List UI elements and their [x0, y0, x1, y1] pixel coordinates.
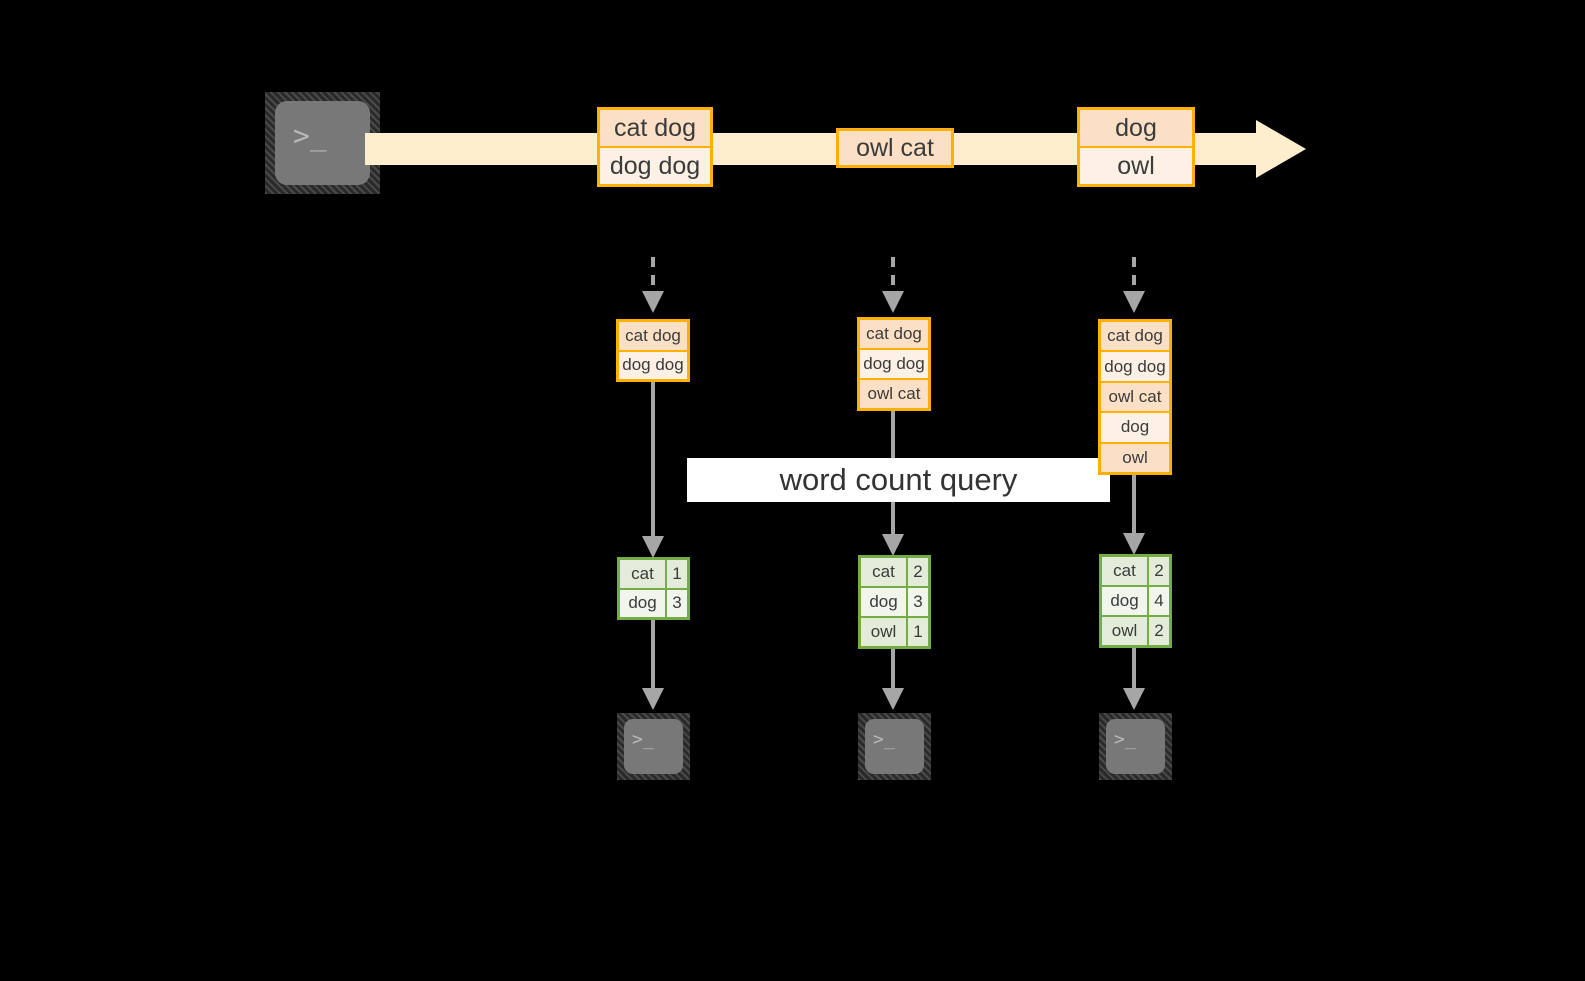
result-table-2-row-2-word: dog [861, 588, 908, 616]
stream-batch-3-line-2: owl [1080, 148, 1192, 184]
accumulated-stack-2: cat dog dog dog owl cat [857, 317, 931, 411]
terminal-prompt-glyph: >_ [632, 729, 654, 750]
result-table-2-row-3-word: owl [861, 618, 908, 646]
accumulated-stack-3-row-5: owl [1101, 443, 1169, 473]
stream-batch-1-line-1: cat dog [600, 110, 710, 148]
result-table-2-row-1: cat 2 [861, 558, 928, 588]
accumulated-stack-2-row-1: cat dog [860, 320, 928, 350]
dashed-connector-3 [1132, 257, 1136, 293]
sink-connector-3-head-icon [1123, 688, 1145, 710]
result-table-1-row-1-word: cat [620, 560, 667, 588]
sink-terminal-2-icon: >_ [858, 713, 931, 780]
sink-connector-1 [651, 620, 655, 692]
terminal-prompt-glyph: >_ [1114, 729, 1136, 750]
result-table-1-row-2: dog 3 [620, 589, 687, 617]
sink-connector-1-head-icon [642, 688, 664, 710]
accumulated-stack-1-row-2: dog dog [619, 351, 687, 379]
result-table-3-row-1: cat 2 [1102, 557, 1169, 587]
result-table-1-row-1: cat 1 [620, 560, 687, 590]
result-table-2-row-3: owl 1 [861, 618, 928, 646]
result-table-3-row-1-count: 2 [1149, 557, 1169, 585]
result-table-3-row-2: dog 4 [1102, 587, 1169, 617]
sink-connector-2 [891, 649, 895, 692]
stream-batch-3: dog owl [1077, 107, 1195, 187]
sink-connector-2-head-icon [882, 688, 904, 710]
accumulated-stack-1-row-1: cat dog [619, 322, 687, 352]
source-terminal-icon: >_ [265, 92, 380, 194]
result-table-3-row-3: owl 2 [1102, 617, 1169, 645]
accumulated-stack-3-row-4: dog [1101, 413, 1169, 444]
result-table-3-row-1-word: cat [1102, 557, 1149, 585]
result-table-2-row-1-word: cat [861, 558, 908, 586]
result-table-3-row-2-word: dog [1102, 587, 1149, 615]
sink-terminal-1-icon: >_ [617, 713, 690, 780]
terminal-prompt-glyph: >_ [293, 119, 327, 152]
query-label-band: word count query [687, 458, 1110, 502]
terminal-body [624, 719, 683, 774]
query-connector-3-head-icon [1123, 533, 1145, 555]
stream-arrowhead-icon [1256, 120, 1306, 178]
sink-terminal-3-icon: >_ [1099, 713, 1172, 780]
query-connector-3 [1132, 475, 1136, 548]
sink-connector-3 [1132, 648, 1136, 692]
result-table-1: cat 1 dog 3 [617, 557, 690, 620]
accumulated-stack-3-row-3: owl cat [1101, 382, 1169, 414]
result-table-2-row-3-count: 1 [908, 618, 928, 646]
dashed-connector-2 [891, 257, 895, 293]
query-connector-1 [651, 382, 655, 550]
query-connector-1-head-icon [642, 536, 664, 558]
terminal-body [865, 719, 924, 774]
dashed-connector-1 [651, 257, 655, 293]
stream-batch-2-line-1: owl cat [839, 131, 951, 165]
stream-batch-1-line-2: dog dog [600, 148, 710, 184]
dashed-connector-1-head-icon [642, 291, 664, 313]
dashed-connector-2-head-icon [882, 291, 904, 313]
accumulated-stack-2-row-3: owl cat [860, 380, 928, 408]
stream-batch-2: owl cat [836, 128, 954, 168]
result-table-2-row-2-count: 3 [908, 588, 928, 616]
query-label-text: word count query [779, 462, 1018, 497]
result-table-3-row-3-word: owl [1102, 617, 1149, 645]
dashed-connector-3-head-icon [1123, 291, 1145, 313]
terminal-body [1106, 719, 1165, 774]
accumulated-stack-3-row-1: cat dog [1101, 322, 1169, 353]
accumulated-stack-2-row-2: dog dog [860, 350, 928, 380]
accumulated-stack-3-row-2: dog dog [1101, 352, 1169, 383]
result-table-1-row-2-count: 3 [667, 589, 687, 617]
stream-batch-3-line-1: dog [1080, 110, 1192, 148]
accumulated-stack-3: cat dog dog dog owl cat dog owl [1098, 319, 1172, 475]
accumulated-stack-1: cat dog dog dog [616, 319, 690, 382]
result-table-1-row-1-count: 1 [667, 560, 687, 588]
terminal-body [275, 101, 370, 185]
terminal-prompt-glyph: >_ [873, 729, 895, 750]
result-table-3: cat 2 dog 4 owl 2 [1099, 554, 1172, 648]
result-table-3-row-2-count: 4 [1149, 587, 1169, 615]
result-table-2-row-2: dog 3 [861, 588, 928, 618]
result-table-2: cat 2 dog 3 owl 1 [858, 555, 931, 649]
query-connector-2-head-icon [882, 534, 904, 556]
result-table-1-row-2-word: dog [620, 589, 667, 617]
result-table-2-row-1-count: 2 [908, 558, 928, 586]
result-table-3-row-3-count: 2 [1149, 617, 1169, 645]
stream-batch-1: cat dog dog dog [597, 107, 713, 187]
